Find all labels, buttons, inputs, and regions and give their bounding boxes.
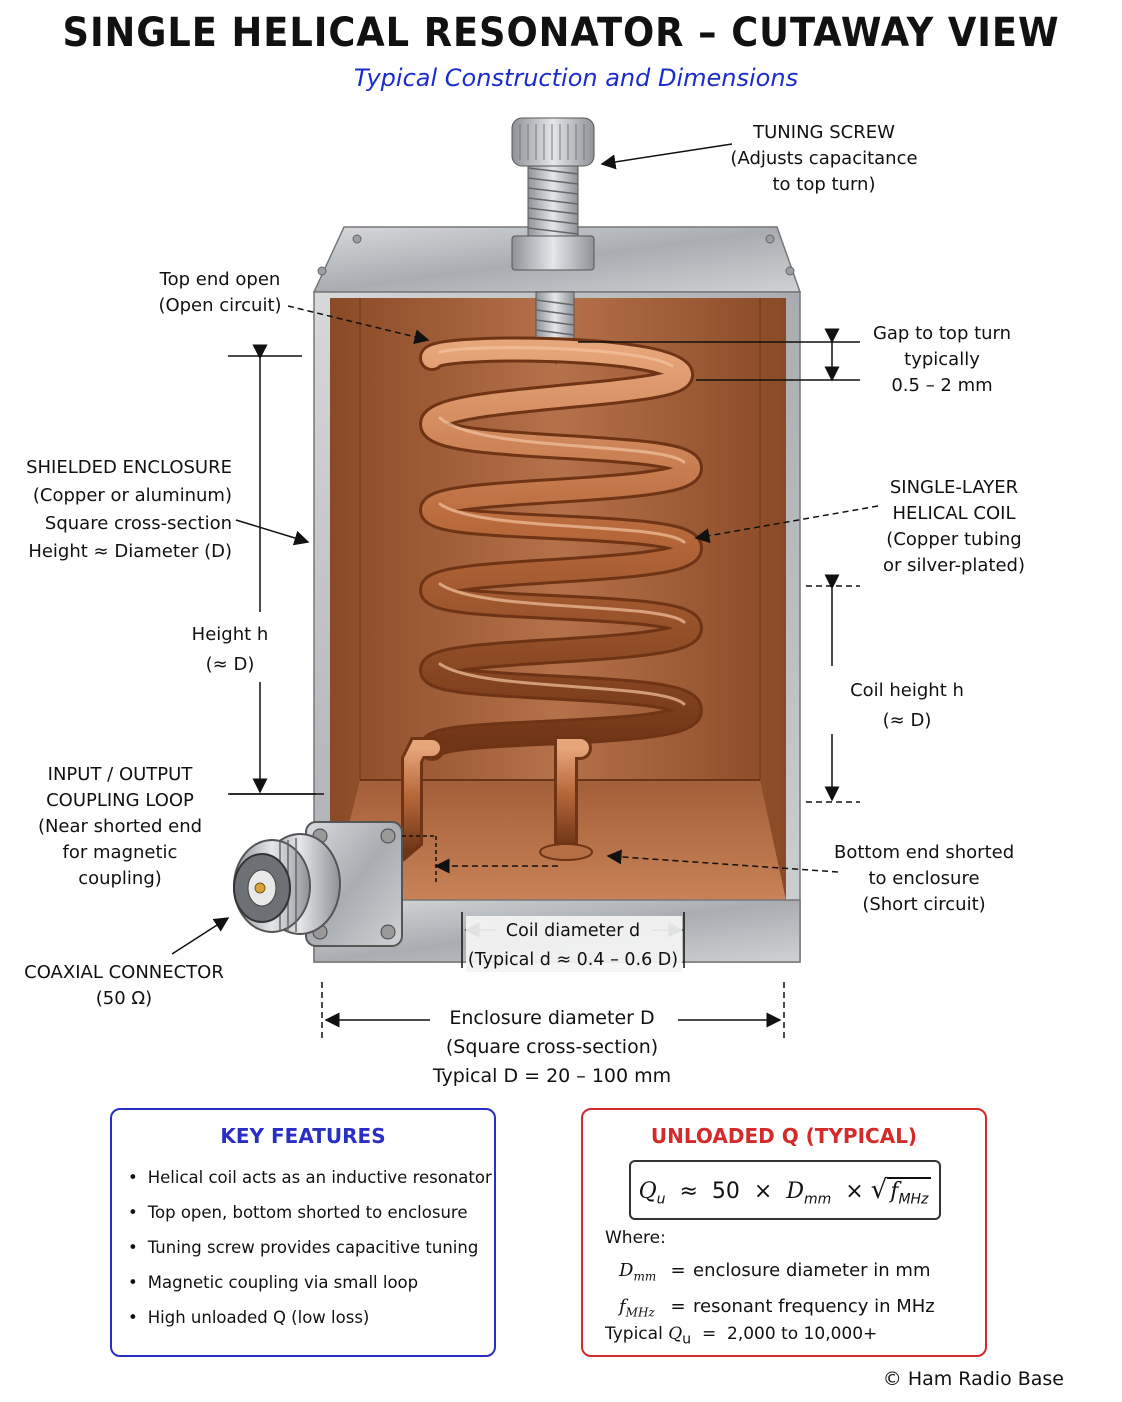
list-item: Top open, bottom shorted to enclosure	[128, 1203, 494, 1238]
list-item: Helical coil acts as an inductive resona…	[128, 1168, 494, 1203]
ground-point	[539, 843, 593, 861]
label-shielded-enclosure: SHIELDED ENCLOSURE (Copper or aluminum) …	[26, 457, 232, 562]
page-subtitle: Typical Construction and Dimensions	[353, 64, 799, 92]
sqrt-icon: √	[870, 1175, 888, 1205]
label-coax-connector: COAXIAL CONNECTOR (50 Ω)	[24, 962, 224, 1009]
typical-q: Typical Qu = 2,000 to 10,000+	[605, 1324, 878, 1348]
label-helical-coil: SINGLE-LAYER HELICAL COIL (Copper tubing…	[882, 477, 1026, 576]
key-features-title: KEY FEATURES	[220, 1124, 386, 1148]
unloaded-q-box: UNLOADED Q (TYPICAL) Qu ≈ 50 × Dmm × √fM…	[581, 1108, 987, 1357]
page-title: SINGLE HELICAL RESONATOR – CUTAWAY VIEW	[62, 10, 1060, 56]
unloaded-q-title: UNLOADED Q (TYPICAL)	[650, 1124, 918, 1148]
coaxial-connector	[233, 821, 403, 947]
key-features-list: Helical coil acts as an inductive resona…	[112, 1168, 494, 1343]
q-formula: Qu ≈ 50 × Dmm × √fMHz	[629, 1160, 941, 1220]
definition-row: Dmm=enclosure diameter in mm	[619, 1260, 931, 1284]
label-tuning-screw: TUNING SCREW (Adjusts capacitance to top…	[730, 122, 918, 195]
copyright: © Ham Radio Base	[882, 1368, 1064, 1390]
label-coupling-loop: INPUT / OUTPUT COUPLING LOOP (Near short…	[37, 764, 203, 889]
label-height: Height h (≈ D)	[191, 624, 269, 675]
label-coil-diameter: Coil diameter d (Typical d ≈ 0.4 – 0.6 D…	[467, 921, 679, 970]
helical-coil	[387, 336, 704, 863]
list-item: Tuning screw provides capacitive tuning	[128, 1238, 494, 1273]
symbol-definitions: Dmm=enclosure diameter in mm fMHz=resona…	[619, 1256, 935, 1327]
list-item: High unloaded Q (low loss)	[128, 1308, 494, 1343]
key-features-box: KEY FEATURES Helical coil acts as an ind…	[110, 1108, 496, 1357]
label-gap: Gap to top turn typically 0.5 – 2 mm	[872, 323, 1012, 396]
where-label: Where:	[605, 1228, 666, 1248]
label-top-end-open: Top end open (Open circuit)	[158, 269, 282, 316]
label-enclosure-diameter: Enclosure diameter D (Square cross-secti…	[432, 1007, 672, 1087]
label-coil-height: Coil height h (≈ D)	[850, 680, 964, 731]
tuning-screw-knob	[511, 117, 595, 167]
list-item: Magnetic coupling via small loop	[128, 1273, 494, 1308]
tuning-screw-nut	[511, 235, 595, 271]
label-bottom-shorted: Bottom end shorted to enclosure (Short c…	[834, 842, 1015, 915]
definition-row: fMHz=resonant frequency in MHz	[619, 1295, 935, 1320]
